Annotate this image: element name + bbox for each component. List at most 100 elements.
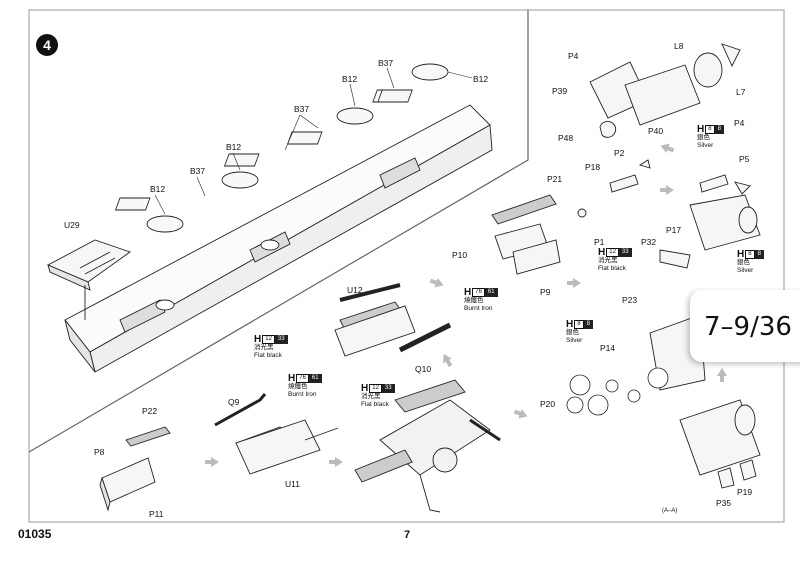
page-frame xyxy=(28,9,785,523)
label-q10: Q10 xyxy=(415,364,432,374)
paint-code-dark: 8 xyxy=(583,320,593,329)
label-p10: P10 xyxy=(452,250,468,260)
paint-name-en: Silver xyxy=(566,336,583,344)
label-b37: B37 xyxy=(294,104,310,114)
label-p8: P8 xyxy=(94,447,105,457)
paint-name-en: Flat black xyxy=(361,400,389,408)
paint-name-en: Flat black xyxy=(598,264,626,272)
paint-name-cn: 消光黑 xyxy=(254,344,274,352)
paint-name-en: Silver xyxy=(697,141,714,149)
paint-code-dark: 61 xyxy=(308,374,322,383)
label-p18: P18 xyxy=(585,162,601,172)
paint-h-letter: H xyxy=(737,248,745,260)
paint-name-en: Burnt Iron xyxy=(288,390,317,398)
paint-code: 12 xyxy=(262,335,275,344)
label-u29: U29 xyxy=(64,220,80,230)
paint-code-dark: 33 xyxy=(381,384,395,393)
part-u29 xyxy=(46,239,131,320)
paint-h-letter: H xyxy=(464,286,472,298)
label-b12: B12 xyxy=(473,74,489,84)
label-p21: P21 xyxy=(547,174,563,184)
paint-name-cn: 燒鐵色 xyxy=(464,297,484,305)
label-u11: U11 xyxy=(285,479,300,489)
subassembly-p21 xyxy=(491,194,561,275)
paint-code: 8 xyxy=(574,320,584,329)
paint-code-dark: 8 xyxy=(714,125,724,134)
paint-code-dark: 61 xyxy=(484,288,498,297)
label-p5: P5 xyxy=(739,154,750,164)
paint-code-dark: 33 xyxy=(618,248,632,257)
page-number: 7 xyxy=(404,529,411,541)
label-p22: P22 xyxy=(142,406,158,416)
paint-code: 12 xyxy=(369,384,382,393)
label-p9: P9 xyxy=(540,287,551,297)
subassembly-u11 xyxy=(214,393,339,475)
paint-h-letter: H xyxy=(697,123,705,135)
right-parts xyxy=(577,43,761,489)
paint-code-dark: 33 xyxy=(274,335,288,344)
label-p40: P40 xyxy=(648,126,664,136)
flow-arrows xyxy=(205,143,727,467)
label-p17: P17 xyxy=(666,225,682,235)
label-p39: P39 xyxy=(552,86,568,96)
label-p48: P48 xyxy=(558,133,574,143)
paint-code: 76 xyxy=(296,374,309,383)
chassis-rail xyxy=(64,104,493,373)
paint-code-dark: 8 xyxy=(754,250,764,259)
label-b12: B12 xyxy=(150,184,166,194)
label-q9: Q9 xyxy=(228,397,240,407)
label-p32: P32 xyxy=(641,237,657,247)
paint-name-cn: 消光黑 xyxy=(361,393,381,401)
paint-code: 8 xyxy=(705,125,715,134)
label-b37: B37 xyxy=(190,166,206,176)
paint-code: 12 xyxy=(606,248,619,257)
label-b37: B37 xyxy=(378,58,394,68)
label-p35: P35 xyxy=(716,498,732,508)
paint-name-en: Flat black xyxy=(254,351,282,359)
fan-parts xyxy=(566,367,669,416)
paint-code: 8 xyxy=(745,250,755,259)
label-p4: P4 xyxy=(734,118,745,128)
paint-name-cn: 銀色 xyxy=(737,259,750,267)
step-number-badge: 4 xyxy=(36,34,58,56)
engine-assembly xyxy=(354,379,501,513)
label-b12: B12 xyxy=(342,74,358,84)
paint-h-letter: H xyxy=(598,246,606,258)
paint-name-cn: 燒鐵色 xyxy=(288,383,308,391)
subassembly-u12 xyxy=(334,283,452,357)
panel-divider xyxy=(28,10,529,453)
label-p2: P2 xyxy=(614,148,625,158)
paint-code: 76 xyxy=(472,288,485,297)
label-u12: U12 xyxy=(347,285,363,295)
plates xyxy=(114,63,449,233)
label-p14: P14 xyxy=(600,343,616,353)
page-progress-tab[interactable] xyxy=(690,290,800,362)
paint-h-letter: H xyxy=(288,372,296,384)
paint-name-cn: 銀色 xyxy=(566,329,579,337)
label-b12: B12 xyxy=(226,142,242,152)
page-progress-text: 7–9/36 xyxy=(704,312,792,342)
paint-name-en: Burnt Iron xyxy=(464,304,493,312)
label-p20: P20 xyxy=(540,399,556,409)
label-l8: L8 xyxy=(674,41,684,51)
leader-lines xyxy=(154,67,473,215)
paint-name-cn: 銀色 xyxy=(697,134,710,142)
paint-h-letter: H xyxy=(566,318,574,330)
paint-name-cn: 消光黑 xyxy=(598,257,618,265)
label-l7: L7 xyxy=(736,87,746,97)
paint-name-en: Silver xyxy=(737,266,754,274)
label-p1: P1 xyxy=(594,237,605,247)
paint-h-letter: H xyxy=(254,333,262,345)
paint-h-letter: H xyxy=(361,382,369,394)
kit-number: 01035 xyxy=(18,527,52,541)
label-p11: P11 xyxy=(149,509,164,519)
